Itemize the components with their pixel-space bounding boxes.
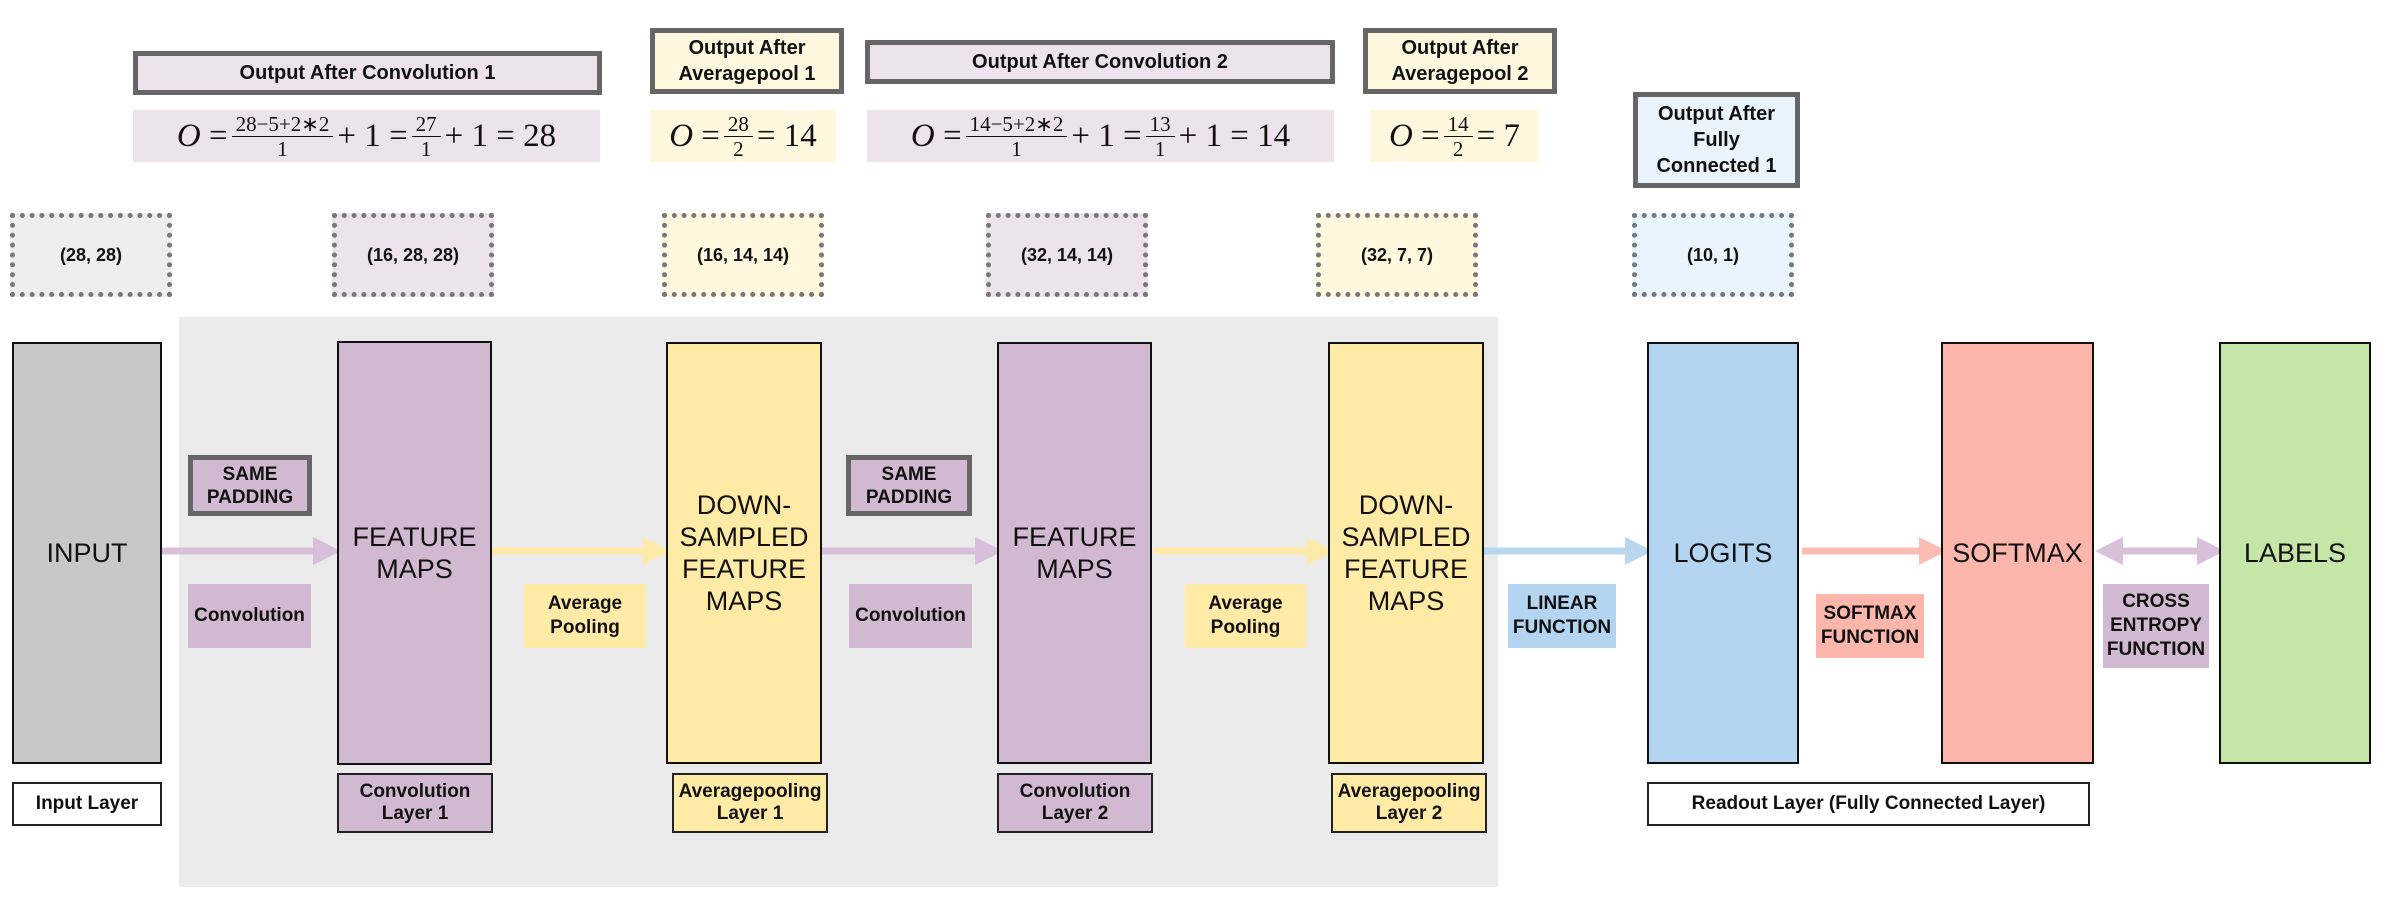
header-conv2: Output After Convolution 2 (865, 40, 1335, 84)
label-cross-entropy-function: CROSS ENTROPY FUNCTION (2103, 584, 2209, 668)
shape-pool1: (16, 14, 14) (662, 213, 824, 297)
shape-pool2: (32, 7, 7) (1316, 213, 1478, 297)
layer-downsampled-2: DOWN-SAMPLED FEATURE MAPS (1328, 342, 1484, 764)
layer-feature-maps-2: FEATURE MAPS (997, 342, 1152, 764)
label-softmax-function: SOFTMAX FUNCTION (1816, 594, 1924, 658)
footer-input-layer: Input Layer (12, 782, 162, 826)
label-linear-function: LINEAR FUNCTION (1508, 584, 1616, 648)
header-pool2: Output After Averagepool 2 (1363, 28, 1557, 94)
shape-conv2: (32, 14, 14) (986, 213, 1148, 297)
layer-input: INPUT (12, 342, 162, 764)
header-pool1: Output After Averagepool 1 (650, 28, 844, 94)
label-average-pooling-2: Average Pooling (1185, 584, 1306, 648)
shape-conv1: (16, 28, 28) (332, 213, 494, 297)
shape-fc1: (10, 1) (1632, 213, 1794, 297)
layer-downsampled-1: DOWN-SAMPLED FEATURE MAPS (666, 342, 822, 764)
label-same-padding-2: SAME PADDING (846, 455, 972, 516)
footer-pool-layer-1: Averagepooling Layer 1 (672, 773, 828, 833)
header-fc1: Output After Fully Connected 1 (1633, 92, 1800, 188)
footer-conv-layer-2: Convolution Layer 2 (997, 773, 1153, 833)
layer-softmax: SOFTMAX (1941, 342, 2094, 764)
label-average-pooling-1: Average Pooling (524, 584, 646, 648)
label-convolution-2: Convolution (849, 584, 972, 648)
shape-input: (28, 28) (10, 213, 172, 297)
layer-feature-maps-1: FEATURE MAPS (337, 341, 492, 765)
label-same-padding-1: SAME PADDING (188, 455, 312, 516)
footer-pool-layer-2: Averagepooling Layer 2 (1331, 773, 1487, 833)
header-conv1: Output After Convolution 1 (133, 51, 602, 95)
layer-labels: LABELS (2219, 342, 2371, 764)
footer-readout-layer: Readout Layer (Fully Connected Layer) (1647, 782, 2090, 826)
layer-logits: LOGITS (1647, 342, 1799, 764)
label-convolution-1: Convolution (188, 584, 311, 648)
footer-conv-layer-1: Convolution Layer 1 (337, 773, 493, 833)
